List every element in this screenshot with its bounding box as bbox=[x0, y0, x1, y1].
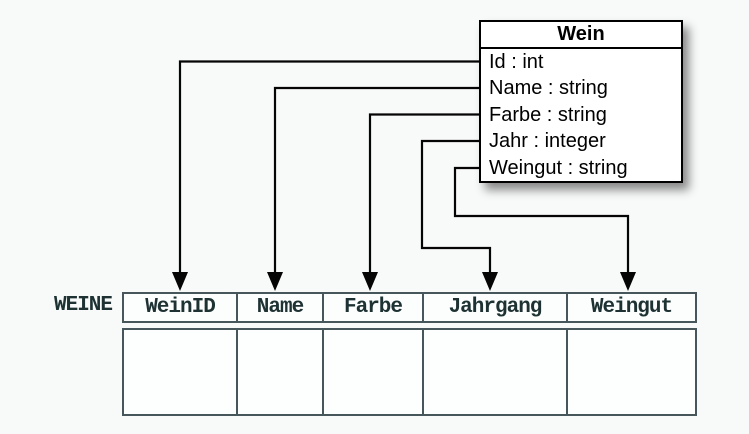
arrow-farbe-to-farbe bbox=[362, 113, 481, 291]
table-body-row bbox=[122, 328, 697, 416]
column-header-weingut: Weingut bbox=[590, 296, 673, 319]
class-title: Wein bbox=[481, 22, 681, 49]
table-cell-empty bbox=[568, 330, 695, 414]
class-attribute-jahr: Jahr : integer bbox=[489, 130, 606, 153]
class-attribute-id: Id : int bbox=[489, 51, 544, 73]
column-header-name: Name bbox=[238, 294, 324, 321]
arrow-weingut-to-weingut bbox=[453, 166, 636, 291]
table-cell-empty bbox=[424, 330, 568, 414]
class-attribute-weingut: Weingut : string bbox=[489, 156, 628, 179]
uml-class-wein: Wein Id : int Name : string Farbe : stri… bbox=[479, 20, 683, 183]
column-header-jahrgang: Jahrgang bbox=[424, 294, 568, 321]
table-cell-empty bbox=[238, 330, 324, 414]
arrow-name-to-name bbox=[267, 86, 481, 291]
class-attribute-name: Name : string bbox=[489, 77, 608, 100]
table-cell-empty bbox=[124, 330, 238, 414]
table-name-label: WEINE bbox=[53, 294, 113, 317]
arrow-jahr-to-jahrgang bbox=[420, 139, 498, 291]
table-cell-empty bbox=[324, 330, 424, 414]
column-header-weinid: WeinID bbox=[124, 294, 238, 321]
arrow-id-to-weinid bbox=[172, 60, 481, 291]
column-header-farbe: Farbe bbox=[324, 294, 424, 321]
class-attribute-farbe: Farbe : string bbox=[489, 103, 607, 126]
table-header-row: WeinID Name Farbe Jahrgang Weingut bbox=[122, 292, 697, 323]
